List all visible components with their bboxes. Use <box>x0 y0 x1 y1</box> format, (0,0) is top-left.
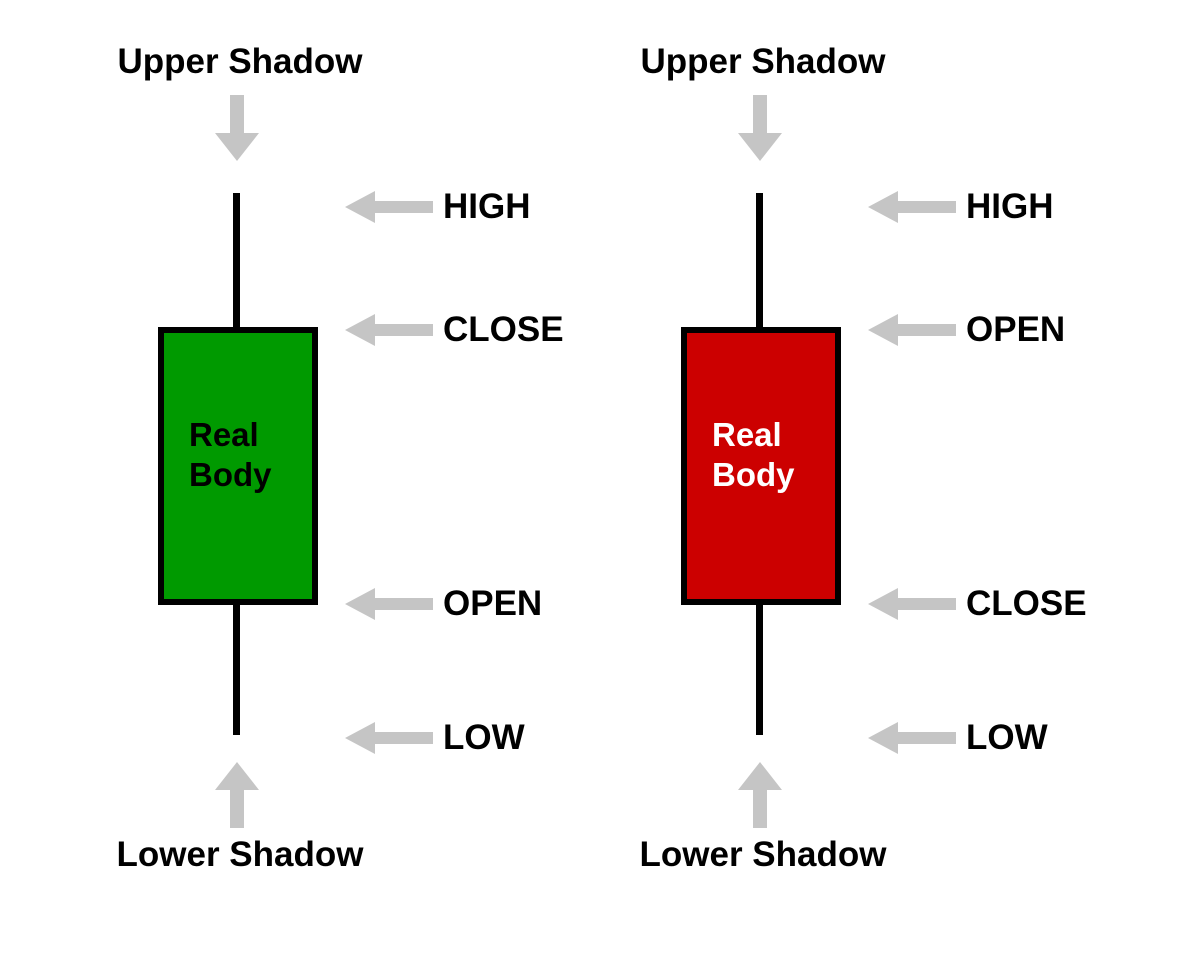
low-label: LOW <box>966 718 1048 757</box>
upper-shadow-wick <box>756 193 763 333</box>
low-label: LOW <box>443 718 525 757</box>
left-arrow-shape <box>868 588 956 620</box>
up-arrow-icon <box>215 762 259 828</box>
up-arrow-shape <box>215 762 259 828</box>
down-arrow-icon <box>215 95 259 161</box>
lower-shadow-label: Lower Shadow <box>116 835 364 874</box>
close-label: CLOSE <box>966 584 1087 623</box>
left-arrow-shape <box>868 191 956 223</box>
left-arrow-shape <box>868 722 956 754</box>
high-arrow-icon <box>868 191 956 223</box>
bearish-real-body: Real Body <box>681 327 841 605</box>
real-body-label: Real Body <box>189 416 272 493</box>
low-arrow-icon <box>868 722 956 754</box>
close-label: CLOSE <box>443 310 564 349</box>
up-arrow-shape <box>738 762 782 828</box>
upper-shadow-label: Upper Shadow <box>640 42 886 81</box>
lower-shadow-wick <box>756 599 763 735</box>
left-arrow-shape <box>345 588 433 620</box>
open-label: OPEN <box>966 310 1066 349</box>
down-arrow-shape <box>738 95 782 161</box>
left-arrow-shape <box>345 191 433 223</box>
bullish-candle-panel: Upper Shadow Real Body HIGH CLOSE OPEN L… <box>116 42 564 874</box>
lower-shadow-wick <box>233 599 240 735</box>
lower-shadow-label: Lower Shadow <box>639 835 887 874</box>
left-arrow-shape <box>345 722 433 754</box>
open-label: OPEN <box>443 584 543 623</box>
upper-shadow-label: Upper Shadow <box>117 42 363 81</box>
left-arrow-shape <box>868 314 956 346</box>
high-label: HIGH <box>966 187 1054 226</box>
low-arrow-icon <box>345 722 433 754</box>
left-arrow-shape <box>345 314 433 346</box>
down-arrow-shape <box>215 95 259 161</box>
upper-shadow-wick <box>233 193 240 333</box>
high-arrow-icon <box>345 191 433 223</box>
open-arrow-icon <box>868 314 956 346</box>
down-arrow-icon <box>738 95 782 161</box>
real-body-label: Real Body <box>712 416 795 493</box>
high-label: HIGH <box>443 187 531 226</box>
close-arrow-icon <box>345 314 433 346</box>
close-arrow-icon <box>868 588 956 620</box>
open-arrow-icon <box>345 588 433 620</box>
bearish-candle-panel: Upper Shadow Real Body HIGH OPEN CLOSE L… <box>523 0 1200 966</box>
bullish-real-body: Real Body <box>158 327 318 605</box>
up-arrow-icon <box>738 762 782 828</box>
